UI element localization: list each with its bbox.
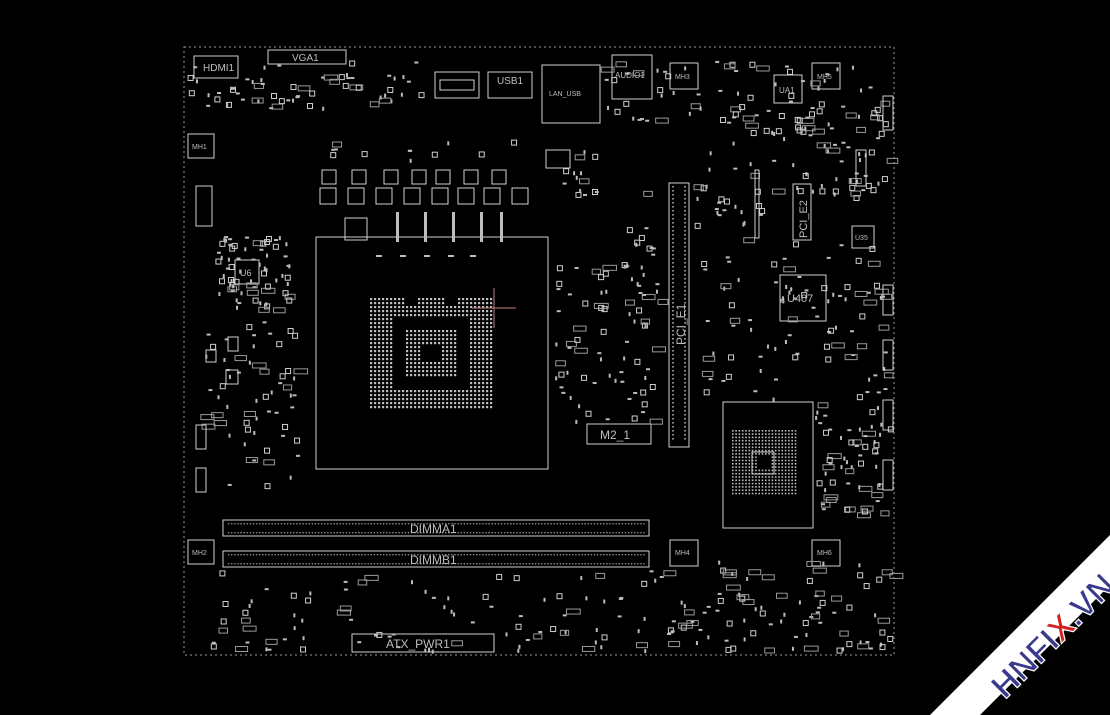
mh6-label: MH6 xyxy=(817,550,832,557)
audio-label: AUDIO1 xyxy=(615,71,645,80)
cpu-socket-pin-field xyxy=(370,298,493,409)
mh3-label: MH3 xyxy=(675,74,690,81)
dimm-slot-a1[interactable]: DIMMA1 xyxy=(222,519,650,537)
mh1-label: MH1 xyxy=(192,144,207,151)
passive-components xyxy=(187,60,904,654)
chip-u35[interactable]: U35 xyxy=(851,225,875,249)
pcie1-label: PCI_E1 xyxy=(674,303,688,345)
atx-label: ATX_PWR1 xyxy=(386,637,450,651)
mh2-label: MH2 xyxy=(192,550,207,557)
u35-label: U35 xyxy=(855,235,868,242)
chipset-bga[interactable] xyxy=(722,401,814,529)
dimma-pins xyxy=(228,523,645,534)
m2-slot[interactable]: M2_1 xyxy=(586,423,652,445)
chipset-balls xyxy=(732,430,797,495)
mounting-hole-mh5[interactable]: MH5 xyxy=(811,62,841,90)
u407-label: U407 xyxy=(787,293,813,305)
mounting-hole-mh1[interactable]: MH1 xyxy=(187,133,215,159)
m2-label: M2_1 xyxy=(600,428,630,442)
cursor-crosshair xyxy=(472,288,516,328)
dimm-slot-b1[interactable]: DIMMB1 xyxy=(222,550,650,568)
dimmb-label: DIMMB1 xyxy=(410,553,457,567)
board-outline xyxy=(183,46,895,656)
atx-power-connector[interactable]: ATX_PWR1 xyxy=(351,633,495,653)
mh5-label: MH5 xyxy=(817,74,832,81)
lan-usb-label: LAN_USB xyxy=(549,91,581,98)
mounting-hole-mh6[interactable]: MH6 xyxy=(811,539,841,567)
usb1-connector[interactable]: USB1 xyxy=(487,71,533,99)
pcie1-pins xyxy=(672,186,686,440)
cpu-socket[interactable] xyxy=(315,236,549,470)
hdmi-label: HDMI1 xyxy=(203,63,235,74)
u6-label: U6 xyxy=(240,268,252,278)
pcie-x16-slot[interactable]: PCI_E1 xyxy=(668,182,690,448)
mounting-hole-mh2[interactable]: MH2 xyxy=(187,539,215,565)
hdmi-connector[interactable]: HDMI1 xyxy=(193,55,239,79)
dimmb-pins xyxy=(228,554,645,565)
dimma-label: DIMMA1 xyxy=(410,522,457,536)
audio-connector[interactable]: AUDIO1 xyxy=(611,54,653,100)
usb-connector-small[interactable] xyxy=(434,71,480,99)
mh4-label: MH4 xyxy=(675,550,690,557)
chip-ua1[interactable]: UA1 xyxy=(773,74,803,104)
mounting-hole-mh4[interactable]: MH4 xyxy=(669,539,699,567)
vga-label: VGA1 xyxy=(292,53,319,64)
pcie-x1-slot[interactable]: PCI_E2 xyxy=(792,183,812,241)
usb1-label: USB1 xyxy=(497,76,524,87)
mounting-hole-mh3[interactable]: MH3 xyxy=(669,62,699,90)
ua1-label: UA1 xyxy=(779,86,795,95)
lan-usb-connector[interactable]: LAN_USB xyxy=(541,64,601,124)
vrm-components xyxy=(205,169,529,385)
pcie2-label: PCI_E2 xyxy=(798,200,810,238)
vga-connector[interactable]: VGA1 xyxy=(267,49,347,65)
